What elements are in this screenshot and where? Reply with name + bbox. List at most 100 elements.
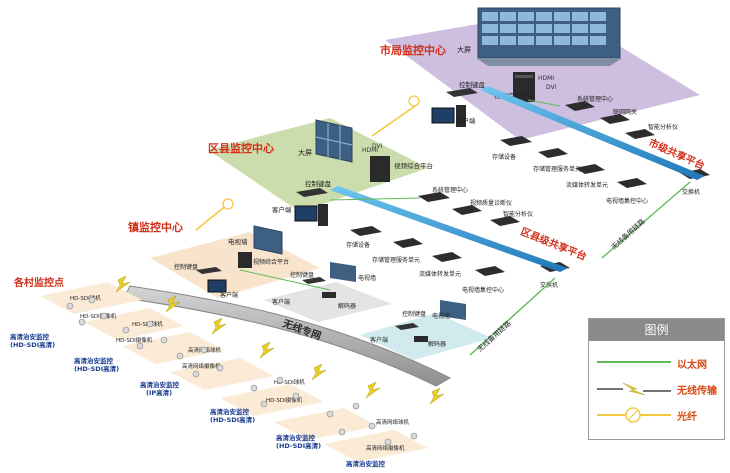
village-5-cam1: 高清网络球机 [376,418,410,426]
village-3-title: 高清治安监控 [140,380,180,389]
town2-tvwall-label: 电视墙 [358,274,376,282]
district-platform-label: 视频综合平台 [394,161,433,170]
city-device-gateway [600,114,630,124]
city-client-label: 客户端 [456,116,476,125]
legend-title: 图例 [589,319,724,341]
town-client-label: 客户端 [220,291,238,299]
town3-decoder [414,336,428,342]
town2-keyboard-label: 控制键盘 [290,271,314,279]
legend-fiber-label: 光纤 [677,412,697,423]
city-device-wall [617,178,647,188]
village-4-sub: (HD-SDI高清) [210,415,255,424]
legend-wireless-label: 无线传输 [677,386,717,397]
district-device-smart [490,216,520,226]
village-1-title: 高清治安监控 [10,332,50,341]
city-client-pc [431,105,466,127]
district-sysmgr-label: 系统管理中心 [432,186,468,194]
village-6: 高清治安监控 [346,459,386,468]
town3-decoder-label: 解码器 [428,340,446,348]
city-wall-label: 电视墙集控中心 [606,197,648,205]
city-gateway-label: 联网网关 [613,108,637,116]
city-keyboard [446,88,478,97]
town-platform-label: 视频综合平台 [253,258,289,266]
town2-keyboard [302,277,326,284]
district-keyboard-label: 控制键盘 [305,179,332,188]
village-3-sub: (IP高清) [146,388,172,397]
city-smart-label: 智能分析仪 [648,123,678,131]
town3-tvwall [440,300,466,320]
fiber-line-icon [597,407,671,423]
village-5-title: 高清治安监控 [276,433,316,442]
city-device-storage-mgr [538,148,568,158]
district-smart-label: 智能分析仪 [503,210,533,218]
village-1: 高清治安监控 (HD-SDI高清) HD-SDI球机 HD-SDI摄像机 [10,294,117,349]
fiber-city-district [371,103,419,137]
district-switch-label: 交换机 [540,281,558,289]
town3-keyboard-label: 控制键盘 [402,310,426,318]
district-screen-label: 大屏 [298,148,312,157]
village-1-cam2: HD-SDI摄像机 [80,312,117,320]
city-dvi-label: DVI [546,84,557,91]
town3-keyboard [395,323,419,330]
city-hdmi-label: HDMI [538,75,554,82]
fiber-node-1 [408,95,420,107]
legend: 图例 以太网 无线传输 光纤 [588,318,725,440]
district-wall-label: 电视墙集控中心 [462,286,504,294]
backup-link-1 [601,181,691,259]
district-device-wall [475,266,505,276]
camera-icons [66,296,418,446]
village-5: 高清治安监控 (HD-SDI高清) 高清网络球机 高清网络摄像机 [276,418,410,452]
district-center-title: 区县监控中心 [208,141,274,155]
city-device-smart [625,129,655,139]
village-2-sub: (HD-SDI高清) [74,364,119,373]
town-tvwall [253,225,283,255]
city-sysmgr-label: 系统管理中心 [577,95,613,103]
fiber-district-town [195,203,229,231]
town2-client-label: 客户端 [272,298,290,306]
backup-link-1-label: 无线备用链路 [609,217,646,252]
fiber-node-2 [222,198,234,210]
town3-client-label: 客户端 [370,336,388,344]
wireless-bolt-icon [597,382,671,396]
city-switch-label: 交换机 [682,188,700,196]
district-storage-label: 存储设备 [346,241,370,249]
city-storage-label: 存储设备 [492,153,516,161]
district-platform-device [370,156,390,182]
wireless-bolt-icons [115,275,445,405]
district-storage-mgr-label: 存储管理服务单元 [372,256,420,264]
town3-tvwall-label: 电视墙 [432,312,450,320]
city-keyboard-label: 控制键盘 [459,80,486,89]
village-6-title: 高清治安监控 [346,459,386,468]
legend-row-ethernet: 以太网 [589,353,724,373]
legend-row-fiber: 光纤 [589,405,724,425]
legend-ethernet-label: 以太网 [677,360,707,371]
district-quality-label: 视频质量诊断仪 [470,199,512,207]
district-client-pc [294,204,328,226]
city-platform-label: 视频综合平台 [494,91,533,100]
city-center-title: 市局监控中心 [380,43,446,57]
city-zone [385,10,700,140]
village-5-sub: (HD-SDI高清) [276,441,321,450]
village-2-title: 高清治安监控 [74,356,114,365]
ethernet-line-icon [597,361,671,363]
backup-link-2 [469,277,556,356]
town2-tvwall [330,262,356,282]
town2-decoder [322,292,336,298]
city-device-stream [575,164,605,174]
city-storage-mgr-label: 存储管理服务单元 [533,165,581,173]
district-hdmi-label: HDMI [362,147,378,154]
district-keyboard [296,188,328,197]
town-keyboard-label: 控制键盘 [174,263,198,271]
legend-row-wireless: 无线传输 [589,379,724,399]
district-device-storage [350,226,382,236]
village-3-cam2: 高清网络摄像机 [182,362,221,370]
town-center-title: 镇监控中心 [128,220,183,234]
town-platform-device [238,252,252,268]
village-5-cam2: 高清网络摄像机 [366,444,405,452]
village-1-sub: (HD-SDI高清) [10,340,55,349]
district-device-quality [452,205,482,215]
city-device-sysmgr [565,101,595,111]
district-device-sysmgr [418,192,450,202]
ethernet-links [239,99,561,291]
